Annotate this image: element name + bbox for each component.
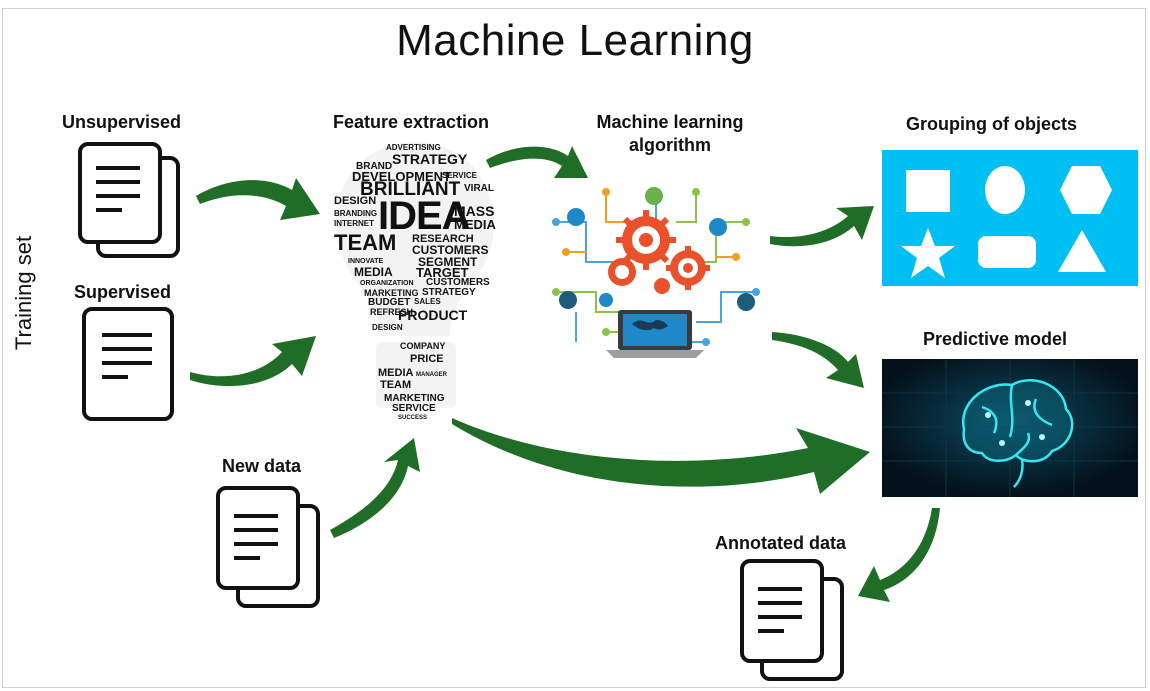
ml-algorithm-label-line1: Machine learning <box>596 112 744 132</box>
diagram-frame <box>2 8 1146 688</box>
supervised-label: Supervised <box>74 282 172 302</box>
word-cloud-word: MEDIA <box>354 265 393 279</box>
document-icon <box>78 142 180 258</box>
word-cloud-word: MARKETING <box>364 288 419 298</box>
lightbulb-icon <box>336 142 494 408</box>
word-cloud-word: BRANDING <box>334 209 378 218</box>
document-icon <box>82 307 174 421</box>
word-cloud-word: BUDGET <box>368 297 411 308</box>
feature-extraction-wordcloud: ADVERTISING STRATEGY BRAND DEVELOPMENT S… <box>330 140 500 430</box>
rounded-rectangle-shape <box>978 236 1036 268</box>
word-cloud-word: ORGANIZATION <box>360 280 414 287</box>
word-cloud-word: SERVICE <box>442 171 477 180</box>
grouping-label: Grouping of objects <box>906 114 1077 134</box>
word-cloud-word: SALES <box>414 297 441 306</box>
square-shape <box>906 170 950 212</box>
word-cloud-word: RESEARCH <box>412 233 474 245</box>
document-icon <box>740 559 844 681</box>
word-cloud-word: COMPANY <box>400 341 446 351</box>
word-cloud-word: STRATEGY <box>422 287 476 298</box>
word-cloud-word: TEAM <box>380 379 412 391</box>
word-cloud-word: ADVERTISING <box>386 143 441 152</box>
word-cloud-word: DEVELOPMENT <box>352 169 451 184</box>
grouping-objects-panel <box>882 150 1138 286</box>
word-cloud-word: STRATEGY <box>392 151 468 167</box>
word-cloud-word: PRICE <box>410 353 444 365</box>
word-cloud-word: SEGMENT <box>418 255 478 269</box>
oval-shape <box>985 166 1025 214</box>
word-cloud-word: SERVICE <box>392 403 436 414</box>
word-cloud-word: CUSTOMERS <box>426 277 490 288</box>
unsupervised-label: Unsupervised <box>62 112 182 132</box>
word-cloud-word: PRODUCT <box>398 307 468 323</box>
ml-algorithm-label-line2: algorithm <box>628 135 711 155</box>
triangle-shape <box>1058 230 1106 272</box>
predictive-model-label: Predictive model <box>923 329 1068 349</box>
word-cloud-word: VIRAL <box>464 183 494 194</box>
page-title: Machine Learning <box>396 16 754 65</box>
star-shape <box>901 228 955 278</box>
brain-icon <box>961 379 1074 488</box>
word-cloud-word: MASS <box>454 203 495 219</box>
new-data-label: New data <box>222 456 302 476</box>
gears-network-icon <box>552 187 760 358</box>
laptop-icon <box>606 310 704 358</box>
training-set-label: Training set <box>11 235 36 351</box>
predictive-model-panel <box>882 359 1138 497</box>
word-cloud-word: MEDIA <box>454 217 496 232</box>
hexagon-shape <box>1060 166 1112 214</box>
document-icon <box>216 486 320 608</box>
word-cloud-word: TEAM <box>334 230 397 255</box>
word-cloud-word: BRAND <box>356 161 393 172</box>
word-cloud-word: MARKETING <box>384 393 445 404</box>
word-cloud-word: DESIGN <box>372 323 403 332</box>
word-cloud-word: INNOVATE <box>348 258 384 265</box>
word-cloud-word: TARGET <box>416 265 469 280</box>
word-cloud-word: BRILLIANT <box>360 179 461 200</box>
word-cloud-word: REFRESH <box>370 307 414 317</box>
word-cloud-word: MANAGER <box>416 372 447 378</box>
word-cloud-word: SUCCESS <box>398 415 428 421</box>
word-cloud-word: MEDIA <box>378 367 414 379</box>
word-cloud-word: INTERNET <box>334 219 374 228</box>
annotated-data-label: Annotated data <box>715 533 847 553</box>
word-cloud-word: DESIGN <box>334 195 377 207</box>
feature-extraction-label: Feature extraction <box>333 112 490 132</box>
word-cloud-word: CUSTOMERS <box>412 243 489 257</box>
word-cloud-word: IDEA <box>378 194 471 238</box>
